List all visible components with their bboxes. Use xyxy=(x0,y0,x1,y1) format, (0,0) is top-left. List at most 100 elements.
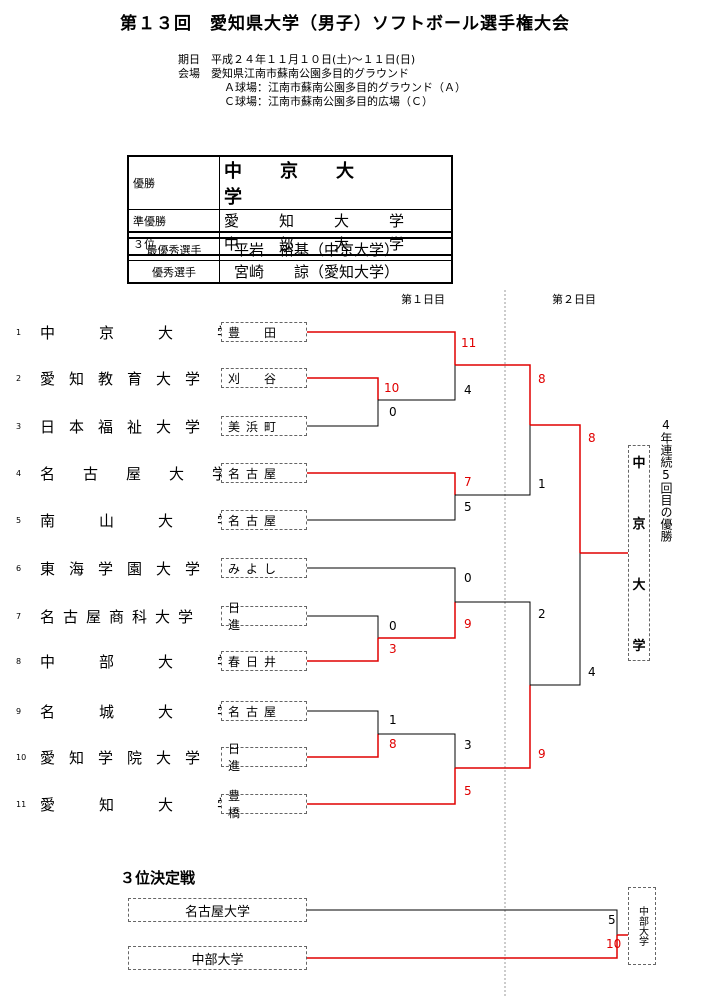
city-box: 名古屋 xyxy=(221,463,307,483)
score: 1 xyxy=(389,713,397,727)
team-number: 11 xyxy=(16,800,27,809)
city-box: 豊田 xyxy=(221,322,307,342)
city-box: 日進 xyxy=(221,742,307,773)
result-row: 準優勝 愛知大学 xyxy=(127,209,453,233)
team-name: 南山大学 xyxy=(40,510,232,531)
score: 4 xyxy=(588,665,596,679)
team-name-text: 中京大学 xyxy=(40,324,277,342)
team-name-text: 愛知教育大学 xyxy=(40,370,215,388)
team-name-text: 名古屋大学 xyxy=(40,465,256,483)
third-team2-box: 中部大学 xyxy=(128,946,307,970)
team-row: 9 名城大学 xyxy=(16,701,232,722)
city-box: 名古屋 xyxy=(221,701,307,721)
line-team11 xyxy=(307,768,456,805)
team-row: 5 南山大学 xyxy=(16,510,232,531)
score: 10 xyxy=(384,381,400,395)
field-a: Ａ球場：江南市蘇南公園多目的グラウンド（Ａ） xyxy=(224,81,466,94)
team-number: 2 xyxy=(16,374,22,383)
team-number: 9 xyxy=(16,707,22,716)
score: 0 xyxy=(464,571,472,585)
team-name-text: 愛知学院大学 xyxy=(40,749,215,767)
line-team4 xyxy=(307,472,456,495)
date-value: 平成２４年１１月１０日(土)～１１日(日) xyxy=(211,53,416,66)
score: 0 xyxy=(389,405,397,419)
line-final-a xyxy=(530,424,581,553)
line-team2 xyxy=(307,377,379,400)
result-value-champion: 中京大学 xyxy=(219,155,453,210)
score: 4 xyxy=(464,383,472,397)
day2-label: 第２日目 xyxy=(552,293,596,306)
line-sf-bot-b xyxy=(455,685,531,769)
team-row: 4 名古屋大学 xyxy=(16,463,227,484)
line-w78 xyxy=(378,602,456,639)
team-row: 7 名古屋商科大学 xyxy=(16,606,215,627)
award-label-mvp: 最優秀選手 xyxy=(127,237,220,261)
line-third-1 xyxy=(307,909,618,935)
city-box: みよし xyxy=(221,558,307,578)
team-name-text: 名城大学 xyxy=(40,703,277,721)
line-team1 xyxy=(307,331,456,365)
score: 2 xyxy=(538,607,546,621)
award-row: 優秀選手 宮崎 諒（愛知大学） xyxy=(127,260,453,284)
team-name-text: 名古屋商科大学 xyxy=(40,608,202,626)
team-name-text: 南山大学 xyxy=(40,512,277,530)
team-name: 日本福祉大学 xyxy=(40,416,215,437)
team-name-text: 中部大学 xyxy=(40,653,277,671)
city-box: 豊橋 xyxy=(221,789,307,820)
score: 9 xyxy=(538,747,546,761)
line-team10 xyxy=(307,734,379,758)
team-name-text: 愛知大学 xyxy=(40,796,277,814)
city-box: 美浜町 xyxy=(221,416,307,436)
score: 11 xyxy=(461,336,477,350)
team-number: 5 xyxy=(16,516,22,525)
team-number: 1 xyxy=(16,328,22,337)
score: 3 xyxy=(389,642,397,656)
line-w910 xyxy=(378,733,456,768)
award-label-outstanding: 優秀選手 xyxy=(127,260,220,284)
team-name: 愛知大学 xyxy=(40,794,232,815)
champion-char: 大 xyxy=(632,578,646,593)
score: 9 xyxy=(464,617,472,631)
team-number: 8 xyxy=(16,657,22,666)
line-sf-top-a xyxy=(455,364,531,425)
result-row: 優勝 中京大学 xyxy=(127,155,453,210)
score: 5 xyxy=(608,913,616,927)
team-row: 3 日本福祉大学 xyxy=(16,416,215,437)
champion-char: 中 xyxy=(632,456,646,471)
team-row: 6 東海学園大学 xyxy=(16,558,215,579)
line-sf-top-b xyxy=(455,425,531,496)
award-row: 最優秀選手 平岩 裕基（中京大学） xyxy=(127,237,453,261)
award-value-mvp: 平岩 裕基（中京大学） xyxy=(219,237,453,261)
city-box: 日進 xyxy=(221,601,307,632)
award-value-outstanding: 宮崎 諒（愛知大学） xyxy=(219,260,453,284)
venue-value: 愛知県江南市蘇南公園多目的グラウンド xyxy=(211,67,409,80)
third-team1-box: 名古屋大学 xyxy=(128,898,307,922)
field-c: Ｃ球場：江南市蘇南公園多目的広場（Ｃ） xyxy=(224,95,433,108)
venue-label: 会場 xyxy=(178,67,200,80)
score: 8 xyxy=(588,431,596,445)
line-third-2 xyxy=(307,935,618,959)
champion-char: 学 xyxy=(632,639,646,654)
event-info: 期日 平成２４年１１月１０日(土)～１１日(日) 会場 愛知県江南市蘇南公園多目… xyxy=(178,53,466,109)
city-box: 春日井 xyxy=(221,651,307,671)
team-name: 愛知学院大学 xyxy=(40,747,215,768)
page-title: 第１３回 愛知県大学（男子）ソフトボール選手権大会 xyxy=(120,14,570,34)
team-number: 7 xyxy=(16,612,22,621)
city-box: 名古屋 xyxy=(221,510,307,530)
team-name: 名古屋大学 xyxy=(40,463,227,484)
city-box: 刈谷 xyxy=(221,368,307,388)
team-name-text: 日本福祉大学 xyxy=(40,418,215,436)
line-team8 xyxy=(307,638,379,662)
line-team5 xyxy=(307,495,456,521)
line-team3 xyxy=(307,400,379,427)
champion-box: 中 京 大 学 xyxy=(628,445,650,661)
champion-char: 京 xyxy=(632,517,646,532)
team-name-text: 東海学園大学 xyxy=(40,560,215,578)
line-sf-bot-a xyxy=(455,601,531,685)
day1-label: 第１日目 xyxy=(401,293,445,306)
team-row: 1 中京大学 xyxy=(16,322,232,343)
score: 1 xyxy=(538,477,546,491)
line-team6 xyxy=(307,567,456,602)
team-number: 10 xyxy=(16,753,27,762)
team-number: 6 xyxy=(16,564,22,573)
